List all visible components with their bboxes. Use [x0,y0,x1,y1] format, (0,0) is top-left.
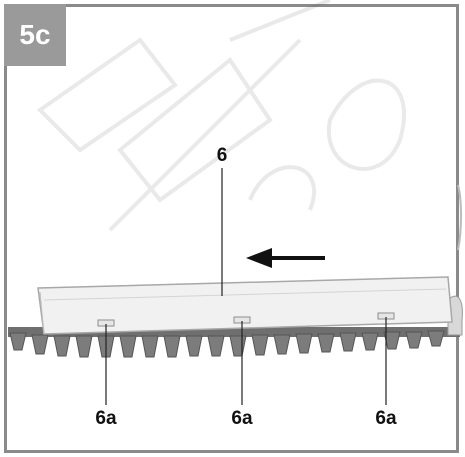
label-latch-left: 6a [95,408,117,429]
label-latch-right: 6a [375,408,397,429]
direction-arrow-left-icon [246,248,325,268]
leader-lines [105,168,387,405]
watermark [36,0,406,232]
label-latch-middle: 6a [231,408,253,429]
label-part-6: 6 [216,145,228,166]
figure-number-badge: 5c [4,4,66,66]
blade-cover [37,276,453,335]
figure-frame [4,4,459,453]
